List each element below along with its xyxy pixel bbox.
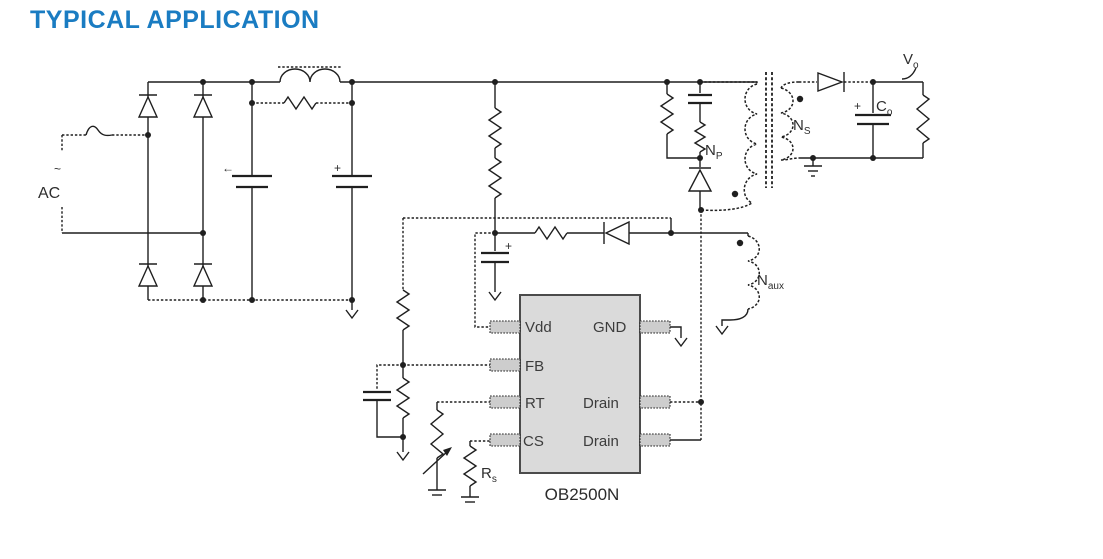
ac-label: AC — [38, 185, 60, 202]
resistor-icon — [395, 289, 411, 331]
vdd-cap-polarity-mark: + — [505, 239, 512, 253]
pin-label-vdd: Vdd — [525, 319, 552, 336]
output-stage — [799, 67, 931, 177]
pin-fb — [489, 358, 521, 372]
input-filter — [232, 66, 372, 300]
junction-dots — [145, 79, 876, 440]
pin-drain1 — [639, 395, 671, 409]
pin-drain2 — [639, 433, 671, 447]
rt-network — [422, 401, 490, 496]
page-title: TYPICAL APPLICATION — [30, 6, 320, 34]
diode-icon — [604, 220, 630, 246]
aux-winding — [747, 235, 760, 310]
fuse-icon — [85, 125, 113, 137]
ic-part-number: OB2500N — [545, 485, 620, 504]
pin-vdd — [489, 320, 521, 334]
resistor-icon — [659, 93, 675, 135]
inductor-icon — [279, 68, 341, 83]
phase-dot — [796, 95, 804, 103]
bridge-rectifier — [137, 81, 757, 320]
variable-resistor-icon — [429, 409, 445, 459]
diode-icon — [192, 95, 214, 118]
output-cap-label: Co — [876, 98, 893, 118]
cap1-polarity-mark: ← — [222, 161, 234, 175]
clamp-snubber — [659, 82, 713, 210]
primary-winding-label: NP — [705, 142, 723, 162]
cs-network — [461, 440, 490, 503]
diode-icon — [817, 71, 844, 93]
ground-icon — [396, 451, 410, 462]
ic-ob2500n — [489, 294, 701, 474]
arrow-icon — [443, 447, 452, 456]
pin-label-rt: RT — [525, 395, 545, 412]
secondary-winding-label: NS — [793, 117, 811, 137]
diode-icon — [687, 168, 713, 192]
diode-icon — [137, 264, 159, 287]
secondary-winding — [780, 87, 794, 161]
pin-label-cs: CS — [523, 433, 544, 450]
diode-icon — [137, 95, 159, 118]
startup-network — [403, 82, 748, 328]
phase-dot — [731, 190, 739, 198]
pin-label-drain2: Drain — [583, 433, 619, 450]
ground-icon — [345, 309, 359, 320]
sense-resistor-label: Rs — [481, 465, 497, 485]
resistor-icon — [534, 225, 568, 241]
cap2-polarity-mark: + — [334, 161, 341, 175]
pin-cs — [489, 433, 521, 447]
ground-icon — [715, 325, 729, 336]
pin-label-gnd: GND — [593, 319, 627, 336]
phase-dot — [736, 239, 744, 247]
output-cap-polarity-mark: + — [854, 99, 861, 113]
diode-icon — [192, 264, 214, 287]
output-voltage-label: Vo — [903, 51, 919, 71]
load-resistor-icon — [915, 94, 931, 144]
resistor-icon — [487, 107, 503, 149]
ac-source — [61, 125, 203, 234]
feedback-network — [363, 218, 490, 462]
ac-wave-mark: ~ — [54, 162, 61, 176]
pin-rt — [489, 395, 521, 409]
resistor-icon — [283, 95, 317, 111]
resistor-icon — [487, 157, 503, 199]
ground-icon — [674, 337, 688, 348]
sense-resistor-icon — [462, 445, 478, 487]
ic-body — [519, 294, 641, 474]
ground-icon — [488, 291, 502, 302]
pin-label-fb: FB — [525, 358, 544, 375]
resistor-icon — [395, 377, 411, 419]
vo-pointer — [901, 67, 917, 80]
pin-label-drain1: Drain — [583, 395, 619, 412]
resistor-icon — [693, 121, 707, 153]
transformer — [700, 72, 804, 440]
aux-winding-label: Naux — [757, 272, 784, 292]
primary-winding — [700, 83, 758, 212]
pin-gnd — [639, 320, 671, 334]
